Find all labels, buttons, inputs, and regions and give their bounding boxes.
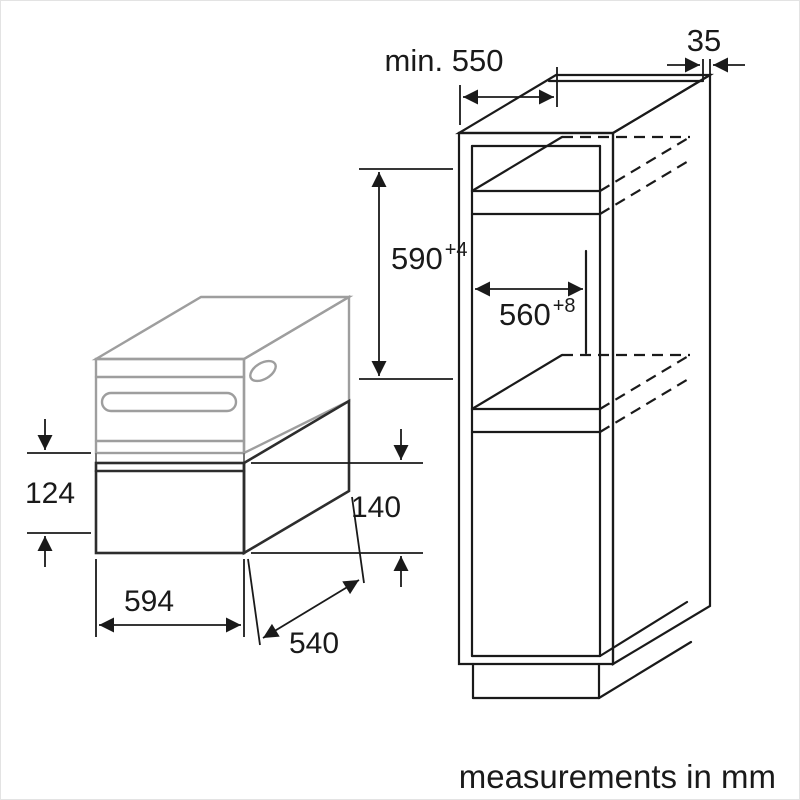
appliance-handle — [100, 391, 238, 413]
dim-front-height: 140 — [251, 429, 423, 587]
cabinet-plinth — [471, 640, 693, 700]
dim-depth-label: 540 — [289, 627, 339, 660]
dim-depth: 540 — [247, 496, 365, 660]
cabinet-top-face — [455, 73, 714, 135]
dim-niche-height: 590+4 — [359, 168, 468, 380]
dim-niche-depth: min. 550 — [385, 43, 558, 125]
dim-front-height-label: 140 — [351, 491, 401, 524]
cabinet-front-face — [457, 131, 615, 666]
upper-appliance — [91, 294, 354, 455]
upper-front-face — [94, 357, 246, 455]
warming-drawer — [94, 398, 351, 556]
side-grip-recess — [249, 359, 277, 383]
dim-front-width: 594 — [95, 559, 245, 637]
dim-front-width-label: 594 — [124, 585, 174, 618]
cabinet-side-face — [611, 73, 712, 666]
upper-top-face — [91, 295, 354, 361]
dim-niche-height-label: 590+4 — [391, 239, 468, 276]
appliance-drawing — [91, 294, 354, 556]
dimension-annotations: min. 550 35 590+4 560+8 124 — [25, 23, 745, 660]
dim-rear-clearance: 35 — [667, 23, 745, 81]
cabinet-drawing — [455, 73, 714, 700]
footer-units-note: measurements in mm — [459, 758, 776, 795]
dim-niche-width-label: 560+8 — [499, 295, 576, 332]
cabinet-lower-shelf — [470, 353, 691, 434]
upper-side-face — [242, 294, 351, 455]
drawer-front-panel — [94, 461, 246, 555]
drawer-side-face — [242, 398, 351, 556]
dim-left-height: 124 — [25, 419, 91, 567]
cabinet-upper-shelf — [470, 135, 691, 216]
dim-rear-clearance-label: 35 — [687, 23, 721, 58]
dim-left-height-label: 124 — [25, 477, 75, 510]
dim-niche-depth-label: min. 550 — [385, 43, 504, 78]
dim-niche-width: 560+8 — [475, 281, 583, 332]
